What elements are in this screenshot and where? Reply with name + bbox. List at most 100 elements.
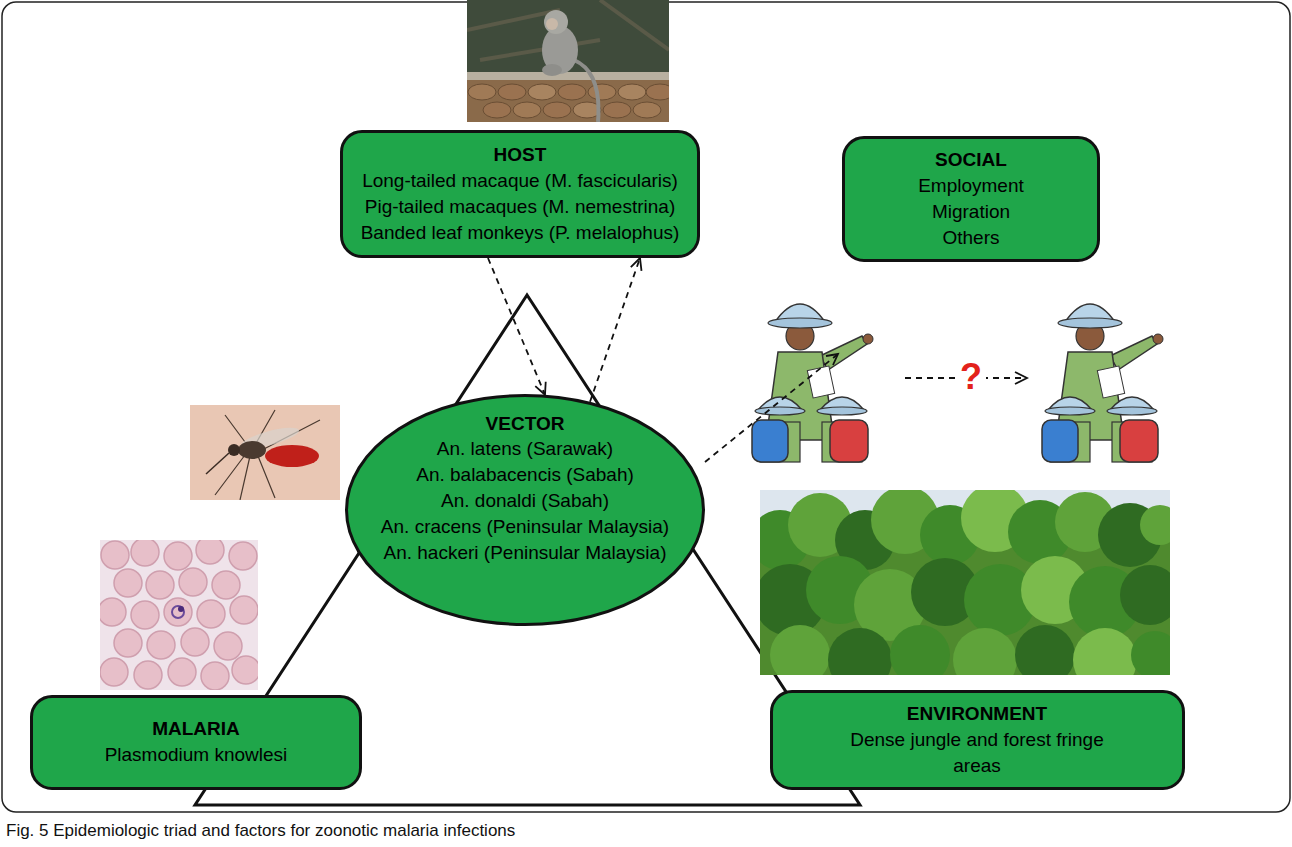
red-blood-cell: [101, 541, 129, 569]
node-text: Migration: [932, 199, 1010, 225]
red-blood-cell: [230, 596, 258, 624]
arrowhead: [1015, 372, 1027, 384]
red-blood-cell: [179, 568, 207, 596]
tree-crown: [1140, 505, 1170, 545]
tree-crown: [1073, 628, 1137, 675]
node-text: An. cracens (Peninsular Malaysia): [381, 514, 669, 540]
red-blood-cell: [114, 629, 142, 657]
red-blood-cell: [197, 600, 225, 628]
connector-line: [590, 258, 640, 402]
red-blood-cell: [214, 632, 242, 660]
arrowhead: [826, 354, 838, 365]
monkey-head: [544, 10, 568, 34]
explorer-group: [1042, 304, 1163, 462]
red-blood-cell: [134, 661, 162, 689]
wall-top: [467, 72, 669, 80]
node-text: Employment: [918, 173, 1024, 199]
node-text: Plasmodium knowlesi: [105, 742, 288, 768]
red-blood-cell: [146, 571, 174, 599]
environment-box: ENVIRONMENTDense jungle and forest fring…: [770, 690, 1185, 790]
parasite-ring: [172, 606, 184, 618]
red-blood-cell: [164, 598, 192, 626]
tree-crown: [770, 625, 830, 675]
figure-frame: [2, 2, 1290, 812]
ellipse-text-block: VECTORAn. latens (Sarawak)An. balabacenc…: [345, 411, 705, 566]
dashed-connector: [488, 258, 546, 395]
stone: [468, 84, 496, 100]
malaria-box: MALARIAPlasmodium knowlesi: [30, 695, 362, 790]
node-text: An. latens (Sarawak): [437, 436, 613, 462]
proboscis: [206, 453, 229, 474]
parasite-chromatin: [178, 606, 184, 612]
mosquito-thorax: [238, 441, 266, 459]
red-blood-cell: [196, 540, 224, 564]
node-heading: HOST: [494, 142, 547, 168]
connector-line: [488, 258, 545, 395]
red-blood-cells: [100, 540, 258, 690]
stone: [603, 102, 631, 118]
red-blood-cell: [131, 601, 159, 629]
photo-ground: [467, 0, 669, 122]
monkey-face: [546, 18, 558, 30]
ellipse-shape: [347, 396, 704, 625]
node-heading: SOCIAL: [935, 147, 1007, 173]
stone: [588, 84, 616, 100]
node-heading: ENVIRONMENT: [907, 701, 1047, 727]
tree-crown: [1015, 625, 1075, 675]
tree-crown: [890, 625, 950, 675]
node-text: Pig-tailed macaques (M. nemestrina): [365, 194, 675, 220]
explorer-group: [752, 304, 873, 462]
red-blood-cell: [212, 571, 240, 599]
red-blood-cell: [147, 631, 175, 659]
red-blood-cell: [164, 542, 192, 570]
red-blood-cell: [181, 628, 209, 656]
stone-wall: [467, 74, 669, 122]
node-text: An. balabacencis (Sabah): [416, 462, 634, 488]
node-heading: VECTOR: [486, 411, 565, 437]
red-blood-cell: [131, 540, 159, 566]
node-heading: MALARIA: [152, 716, 240, 742]
monkey-leg: [542, 64, 562, 76]
node-text: Banded leaf monkeys (P. melalophus): [361, 220, 680, 246]
red-blood-cell: [201, 662, 229, 690]
node-text: An. donaldi (Sabah): [441, 488, 609, 514]
red-blood-cell: [229, 542, 257, 570]
node-text: Long-tailed macaque (M. fascicularis): [362, 168, 678, 194]
stone: [528, 84, 556, 100]
host-box: HOSTLong-tailed macaque (M. fascicularis…: [340, 130, 700, 258]
blood-smear-photo: [100, 540, 258, 690]
mosquito-legs: [215, 410, 320, 500]
social-box: SOCIALEmploymentMigrationOthers: [842, 136, 1100, 262]
node-text: Dense jungle and forest fringe areas: [827, 727, 1127, 779]
red-blood-cell: [114, 569, 142, 597]
node-text: Others: [942, 225, 999, 251]
monkey-tail: [574, 60, 599, 122]
red-blood-cell: [168, 658, 196, 686]
tree-crown: [1120, 565, 1170, 625]
arrowhead: [631, 258, 642, 271]
tree-crown: [1131, 631, 1170, 675]
blood-filled-abdomen: [265, 445, 319, 467]
mosquito-head: [228, 444, 240, 456]
red-blood-cell: [232, 656, 258, 684]
figure-caption: Fig. 5 Epidemiologic triad and factors f…: [6, 821, 515, 841]
dashed-arrow: [705, 354, 838, 462]
skin-ground: [190, 405, 340, 500]
red-blood-cell: [100, 658, 128, 686]
stone: [618, 84, 646, 100]
mosquito-photo: [190, 405, 340, 500]
stone: [558, 84, 586, 100]
vector-ellipse: VECTORAn. latens (Sarawak)An. balabacenc…: [345, 394, 705, 626]
stone: [498, 84, 526, 100]
node-text: An. hackeri (Peninsular Malaysia): [383, 540, 666, 566]
question-mark: ?: [956, 359, 986, 395]
macaque-photo: [467, 0, 669, 122]
stone: [543, 102, 571, 118]
forest-photo: [760, 490, 1170, 675]
arrowhead: [535, 382, 545, 395]
tree-crown: [953, 628, 1017, 675]
stone: [483, 102, 511, 118]
stone: [513, 102, 541, 118]
stone: [633, 102, 661, 118]
